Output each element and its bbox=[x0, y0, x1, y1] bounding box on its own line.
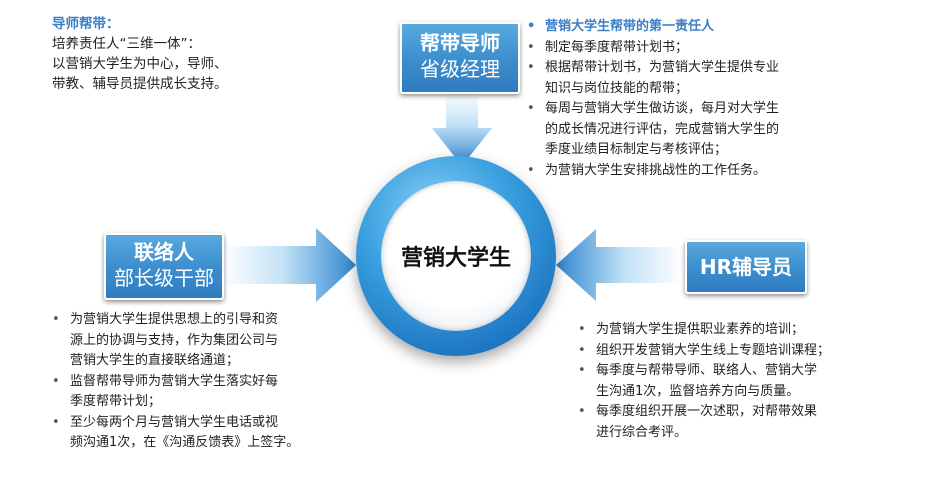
bullet-icon: • bbox=[578, 404, 586, 419]
list-item: • 每周与营销大学生做访谈，每月对大学生 的成长情况进行评估，完成营销大学生的 … bbox=[527, 99, 827, 161]
center-label: 营销大学生 bbox=[400, 246, 511, 271]
liaison-box-title: 联络人 bbox=[134, 240, 194, 264]
list-item-text: 至少每两个月与营销大学生电话或视 bbox=[70, 414, 279, 430]
hr-box-title: HR辅导员 bbox=[699, 255, 793, 279]
list-item-text: 进行综合考评。 bbox=[596, 424, 688, 440]
list-item: • 每季度与帮带导师、联络人、营销大学 生沟通1次，监督培养方向与质量。 bbox=[578, 361, 878, 402]
list-item-text: 每季度组织开展一次述职，对帮带效果 bbox=[596, 404, 818, 419]
list-item: • 监督帮带导师为营销大学生落实好每 季度帮带计划； bbox=[52, 372, 352, 413]
arrow-right-icon bbox=[222, 228, 356, 302]
hr-duties-list: • 为营销大学生提供职业素养的培训； • 组织开发营销大学生线上专题培训课程； … bbox=[578, 320, 878, 443]
bullet-icon: • bbox=[52, 373, 60, 389]
arrow-left-icon bbox=[556, 229, 684, 301]
intro-line: 培养责任人“三维一体”： bbox=[52, 36, 201, 52]
list-item: • 根据帮带计划书，为营销大学生提供专业 知识与岗位技能的帮带； bbox=[527, 58, 827, 99]
list-item-text: 生沟通1次，监督培养方向与质量。 bbox=[596, 383, 800, 399]
list-item-text: 知识与岗位技能的帮带； bbox=[545, 80, 689, 96]
list-item-text: 每周与营销大学生做访谈，每月对大学生 bbox=[545, 101, 780, 116]
list-item: • 营销大学生帮带的第一责任人 bbox=[527, 17, 827, 38]
list-item-text: 为营销大学生提供职业素养的培训； bbox=[596, 322, 805, 337]
mentor-box: 帮带导师 省级经理 bbox=[400, 22, 520, 94]
bullet-icon: • bbox=[527, 162, 535, 178]
list-item-text: 的成长情况进行评估，完成营销大学生的 bbox=[545, 121, 780, 137]
list-item-text: 为营销大学生安排挑战性的工作任务。 bbox=[545, 162, 767, 178]
bullet-icon: • bbox=[578, 342, 586, 358]
list-item: • 为营销大学生安排挑战性的工作任务。 bbox=[527, 161, 827, 182]
bullet-icon: • bbox=[527, 39, 535, 55]
bullet-icon: • bbox=[578, 322, 586, 337]
intro-text: 导师帮带： 培养责任人“三维一体”： 以营销大学生为中心，导师、 带教、辅导员提… bbox=[52, 14, 312, 94]
bullet-icon: • bbox=[527, 101, 535, 116]
mentor-duties-heading: 营销大学生帮带的第一责任人 bbox=[545, 19, 715, 34]
center-disc bbox=[381, 181, 531, 331]
liaison-box-subtitle: 部长级干部 bbox=[114, 266, 214, 290]
list-item-text: 为营销大学生提供思想上的引导和资 bbox=[70, 312, 279, 327]
hr-box: HR辅导员 bbox=[685, 240, 807, 294]
bullet-icon: • bbox=[527, 19, 536, 34]
mentor-box-subtitle: 省级经理 bbox=[420, 57, 500, 81]
mentor-box-title: 帮带导师 bbox=[420, 31, 500, 55]
list-item-text: 营销大学生的直接联络通道； bbox=[70, 353, 240, 368]
mentor-duties-list: • 营销大学生帮带的第一责任人 • 制定每季度帮带计划书； • 根据帮带计划书，… bbox=[527, 17, 827, 181]
bullet-icon: • bbox=[52, 414, 60, 430]
list-item-text: 监督帮带导师为营销大学生落实好每 bbox=[70, 373, 279, 389]
intro-line: 带教、辅导员提供成长支持。 bbox=[52, 76, 228, 92]
list-item-text: 季度业绩目标制定与考核评估； bbox=[545, 142, 728, 157]
list-item-text: 制定每季度帮带计划书； bbox=[545, 39, 689, 55]
bullet-icon: • bbox=[52, 312, 60, 327]
arrow-down-icon bbox=[432, 92, 492, 166]
list-item: • 至少每两个月与营销大学生电话或视 频沟通1次，在《沟通反馈表》上签字。 bbox=[52, 413, 352, 454]
list-item-text: 根据帮带计划书，为营销大学生提供专业 bbox=[545, 60, 780, 75]
list-item-text: 每季度与帮带导师、联络人、营销大学 bbox=[596, 363, 818, 378]
list-item: • 为营销大学生提供思想上的引导和资 源上的协调与支持，作为集团公司与 营销大学… bbox=[52, 310, 352, 372]
intro-line: 以营销大学生为中心，导师、 bbox=[52, 56, 228, 72]
list-item: • 制定每季度帮带计划书； bbox=[527, 38, 827, 59]
bullet-icon: • bbox=[578, 363, 586, 378]
liaison-box: 联络人 部长级干部 bbox=[104, 233, 224, 300]
liaison-duties-list: • 为营销大学生提供思想上的引导和资 源上的协调与支持，作为集团公司与 营销大学… bbox=[52, 310, 352, 454]
list-item: • 为营销大学生提供职业素养的培训； bbox=[578, 320, 878, 341]
bullet-icon: • bbox=[527, 60, 535, 75]
list-item-text: 季度帮带计划； bbox=[70, 394, 162, 409]
list-item-text: 源上的协调与支持，作为集团公司与 bbox=[70, 332, 279, 348]
intro-title: 导师帮带： bbox=[52, 16, 120, 32]
list-item-text: 组织开发营销大学生线上专题培训课程； bbox=[596, 342, 831, 358]
list-item: • 每季度组织开展一次述职，对帮带效果 进行综合考评。 bbox=[578, 402, 878, 443]
list-item-text: 频沟通1次，在《沟通反馈表》上签字。 bbox=[70, 435, 300, 450]
list-item: • 组织开发营销大学生线上专题培训课程； bbox=[578, 341, 878, 362]
